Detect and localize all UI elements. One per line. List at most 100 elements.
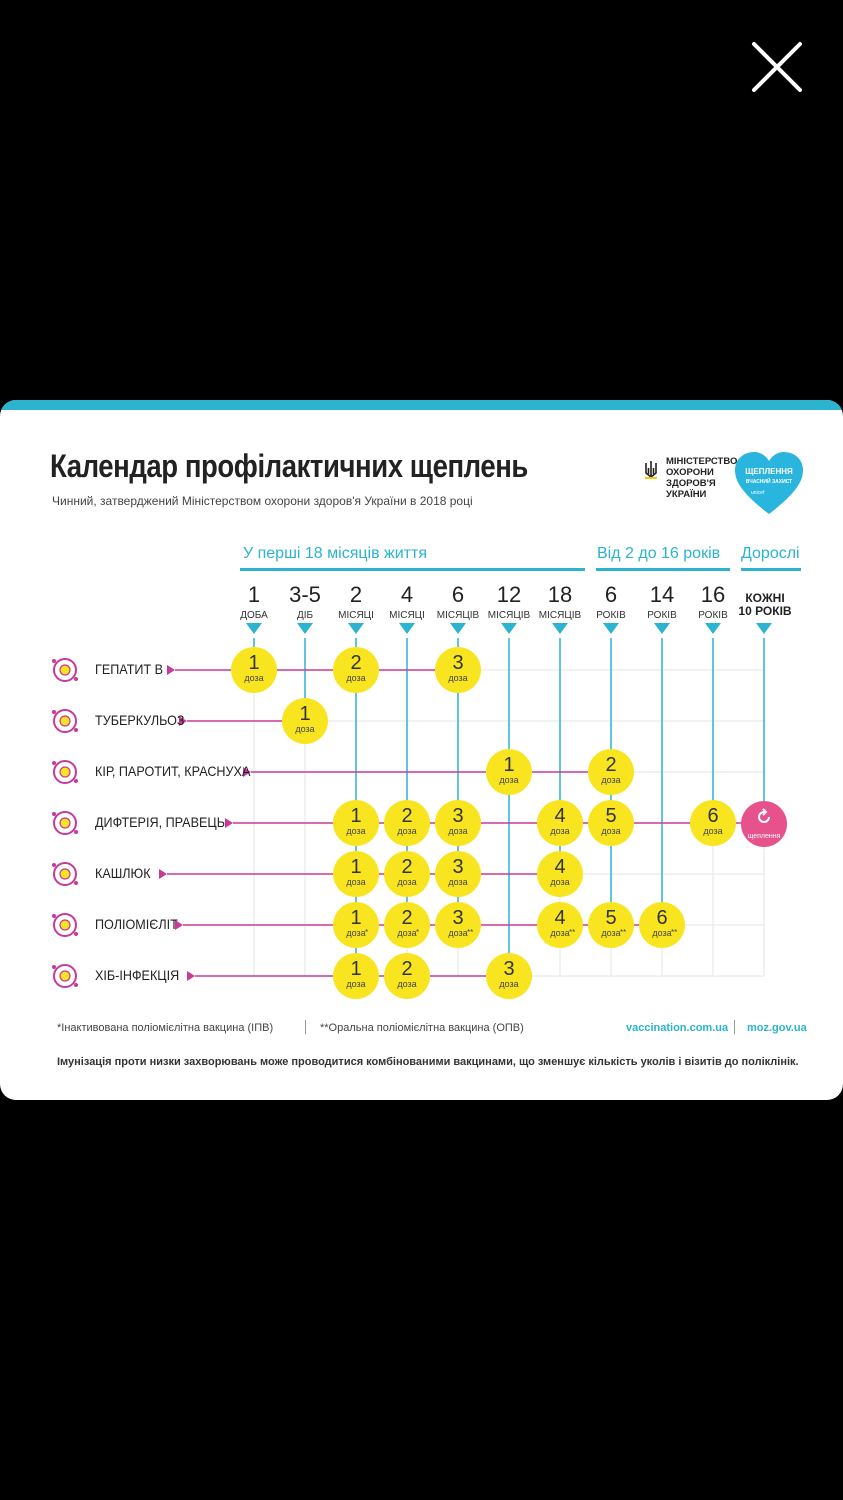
unicef-brand: unicef [751,490,765,496]
trident-icon [645,461,657,479]
dose-unit: доза [397,826,417,836]
age-marker-triangle [246,623,262,634]
dose-unit: доза [346,928,366,938]
age-marker-triangle [552,623,568,634]
dose-number: 5 [605,907,617,929]
age-header-unit: РОКІВ [596,610,626,621]
bottom-note: Імунізація проти низки захворювань може … [57,1056,799,1068]
dose-footnote-mark: ** [569,928,576,937]
age-header-unit: МІСЯЦІВ [436,610,480,621]
dose-unit: доза [448,877,468,887]
dose-unit: доза [652,928,672,938]
close-icon[interactable] [748,38,806,96]
row-arrow [167,665,175,675]
dose-footnote-mark: * [416,928,420,937]
row-arrow [225,818,233,828]
ministry-line: МІНІСТЕРСТВО [666,456,738,467]
age-header-number: 18 [547,582,573,607]
dose-number: 5 [605,805,617,827]
age-header-adult: КОЖНІ 10 РОКІВ [730,592,800,618]
age-header-number: 16 [700,582,726,607]
dose-number: 6 [656,907,668,929]
dose-number: 4 [554,856,566,878]
tuberculosis-bacteria-icon [52,709,78,733]
link-moz-site[interactable]: moz.gov.ua [747,1022,807,1034]
dose-unit: доза [499,979,519,989]
dose-unit: доза [601,775,621,785]
age-header-unit: МІСЯЦІ [338,610,374,621]
dose-number: 2 [350,652,362,674]
dose-number: 3 [503,958,515,980]
row-arrow [175,920,183,930]
dose-number: 4 [554,907,566,929]
refresh-icon [758,808,770,823]
dose-unit: доза [550,928,570,938]
row-arrow [159,869,167,879]
age-marker-triangle [654,623,670,634]
dose-number: 2 [401,805,413,827]
disease-label: ХІБ-ІНФЕКЦІЯ [95,967,180,983]
age-header-number: 14 [649,582,675,607]
dose-unit: доза [499,775,519,785]
dose-number: 1 [299,703,311,725]
dose-number: 3 [452,805,464,827]
age-header-number: 12 [496,582,522,607]
card-top-bar [0,400,843,410]
polio-virus-icon [52,913,78,937]
age-header-unit: МІСЯЦІВ [538,610,582,621]
section-underline [240,568,585,571]
dose-unit: доза [244,673,264,683]
section-underline [596,568,730,571]
ministry-line: ЗДОРОВ'Я [666,478,716,489]
link-separator [734,1020,735,1034]
dose-number: 3 [452,907,464,929]
section-adults: Дорослі [741,545,800,562]
age-header-unit: РОКІВ [698,610,728,621]
age-marker-triangle [756,623,772,634]
link-vaccination-site[interactable]: vaccination.com.ua [626,1022,729,1034]
dose-unit: доза [346,877,366,887]
dose-footnote-mark: ** [467,928,474,937]
hib-bacteria-icon [52,964,78,988]
disease-label: КІР, ПАРОТИТ, КРАСНУХА [95,763,251,779]
dose-unit: доза [448,673,468,683]
unicef-line1: ЩЕПЛЕННЯ [745,467,793,476]
dose-number: 6 [707,805,719,827]
footnote-ipv: *Інактивована поліомієлітна вакцина (ІПВ… [57,1022,274,1034]
dose-unit: доза [346,979,366,989]
disease-label: ТУБЕРКУЛЬОЗ [95,712,185,728]
age-header-unit: ДОБА [240,610,268,621]
row-arrow [187,971,195,981]
dose-unit: доза [397,928,417,938]
dose-number: 2 [401,958,413,980]
footnote-separator [305,1020,306,1034]
diphtheria-bacteria-icon [52,811,78,835]
dose-footnote-mark: ** [620,928,627,937]
age-header-number: 6 [451,582,465,607]
dose-unit: доза [601,826,621,836]
age-header-number: 6 [604,582,618,607]
footnote-opv: **Оральна поліомієлітна вакцина (ОПВ) [320,1022,524,1034]
age-header-unit: МІСЯЦІВ [487,610,531,621]
section-underline [741,568,801,571]
dose-unit: доза [550,826,570,836]
dose-number: 1 [503,754,515,776]
